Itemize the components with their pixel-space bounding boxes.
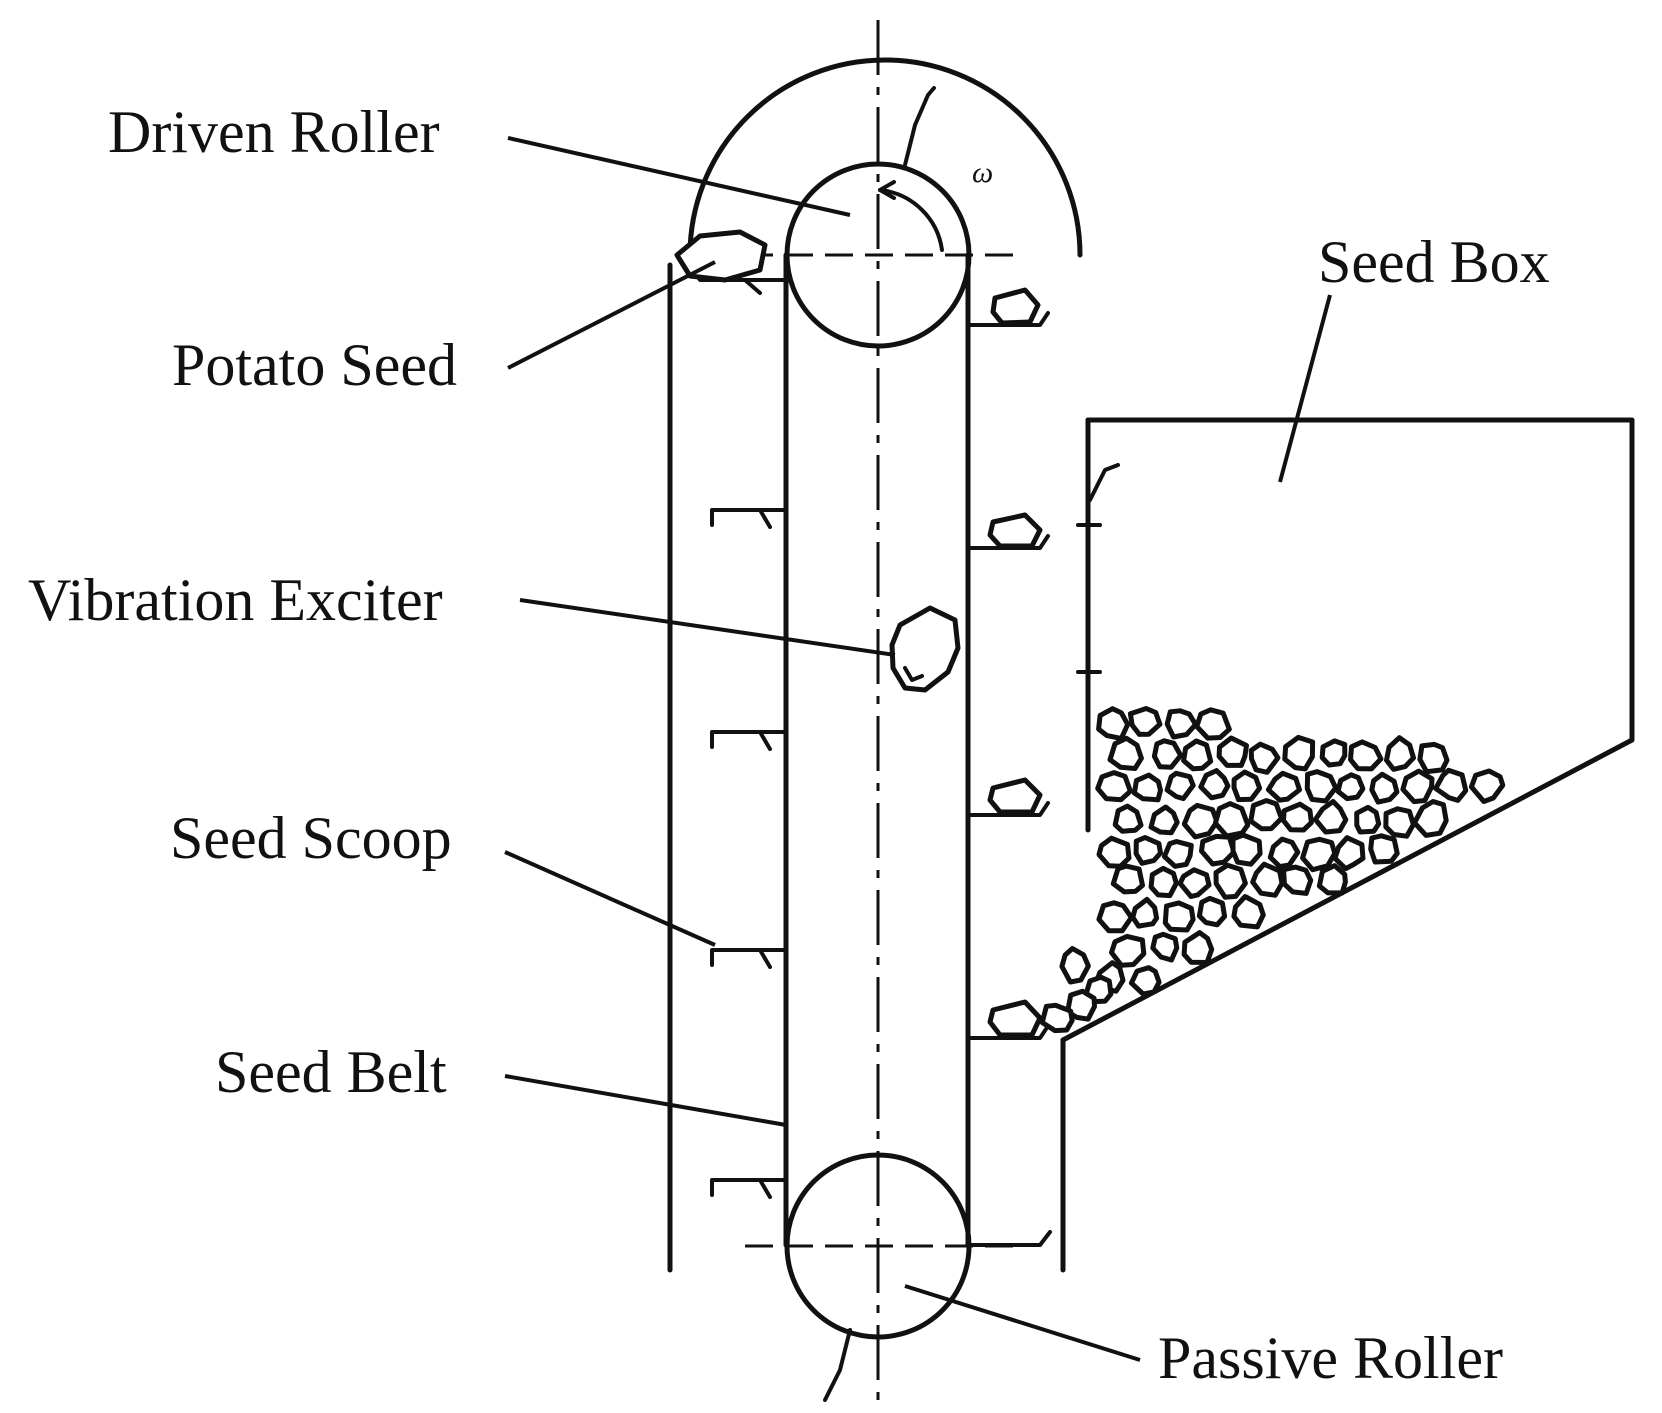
pile-seed [1384,735,1416,772]
pile-seed [1433,767,1469,803]
pile-seed [1300,836,1338,873]
leader-seed-scoop [504,850,716,947]
pile-seed [1468,768,1506,804]
pile-seed [1282,734,1316,772]
pile-seed [1312,799,1349,835]
pile-seed [1148,804,1180,836]
pile-seed [1164,708,1199,740]
pile-seed [1332,835,1366,872]
seed-box-shape [1039,417,1635,1043]
pile-seed [1065,988,1097,1022]
seed-scoops-left [690,266,788,1199]
label-potato-seed: Potato Seed [172,332,457,398]
pile-seed [1335,772,1366,802]
pile-seed [1059,946,1091,985]
leader-driven-roller [507,136,851,217]
pile-seed [1164,770,1196,802]
pile-seed [1248,741,1281,775]
vibration-exciter-shape [889,605,961,693]
pile-seed [1112,803,1144,834]
pile-seed [1194,707,1232,741]
pile-seed [1368,833,1400,865]
pile-seed [1230,832,1263,867]
label-seed-box: Seed Box [1318,229,1550,295]
belt-tail-top [903,86,936,167]
leader-passive-roller [904,1284,1141,1362]
pile-seed [1354,804,1382,835]
pile-seed [1267,836,1301,870]
label-passive-roller: Passive Roller [1158,1325,1503,1391]
pile-seed [1196,895,1228,928]
pile-seed [1130,896,1160,929]
pile-seed [1304,769,1339,804]
pile-seed [1250,861,1285,898]
pile-seed [1151,738,1184,770]
pile-seed [1039,1002,1075,1034]
pile-seed [1369,771,1400,805]
pile-seed [1316,863,1348,896]
outer-guard-arc [687,57,1083,258]
omega-label: ω [972,156,993,189]
pile-seed [1181,930,1215,965]
pile-seed [1133,835,1163,866]
pile-seed [1127,706,1163,737]
leader-potato-seed [507,260,716,370]
pile-seed [1096,900,1134,934]
label-driven-roller: Driven Roller [108,99,440,165]
pile-seed [1181,802,1220,840]
pile-seed [1348,739,1384,772]
pile-seed [1148,865,1179,899]
pile-seed [1281,801,1314,833]
pile-seed [1198,768,1231,801]
pile-seed [1162,900,1196,933]
pile-seed [1181,738,1214,772]
leader-vibration-exciter [519,598,896,657]
pile-seed [1281,864,1314,896]
pile-seed [1213,862,1248,900]
pile-seed [1110,863,1145,895]
leader-seed-belt [504,1074,787,1127]
belt-tail-bottom [823,1328,852,1402]
pile-seed [1216,735,1249,768]
pile-seed [1383,806,1416,839]
pile-seed [1231,769,1263,803]
pile-seed [1096,706,1131,741]
label-seed-scoop: Seed Scoop [170,805,452,871]
driven-roller [745,161,1015,349]
pile-seed [1177,867,1212,899]
pile-seed [1131,772,1163,803]
pile-seed [1265,770,1302,803]
pile-seed [1248,798,1284,832]
pile-seed [1231,894,1266,930]
pile-seed [1150,931,1180,963]
pile-seed [1128,965,1162,997]
pile-seed [1417,741,1450,775]
pile-seed [1199,833,1237,867]
pile-seed [1095,770,1133,803]
pile-seed [1212,801,1251,839]
pile-seed [1096,835,1132,869]
label-seed-belt: Seed Belt [215,1039,447,1105]
pile-seed [1400,768,1435,805]
label-vibration-exciter: Vibration Exciter [28,567,443,633]
pile-seed [1161,839,1194,869]
seed-scoops-right [966,287,1052,1247]
pile-seed [1319,738,1348,768]
pile-seed [1109,933,1147,968]
leader-seed-box [1278,294,1332,483]
pile-seed [1412,799,1449,838]
pile-seed [1107,735,1144,771]
